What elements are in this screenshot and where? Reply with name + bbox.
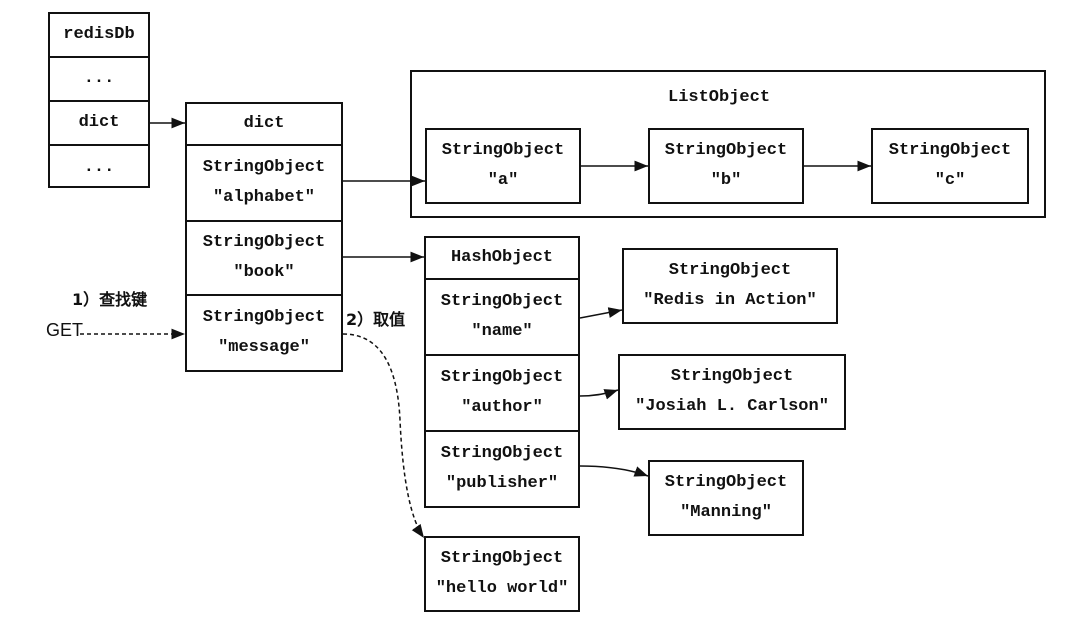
dict-key-book-value: "book" xyxy=(233,263,295,282)
list-item-b-value: "b" xyxy=(710,171,742,190)
hash-field-publisher-type: StringObject xyxy=(440,444,564,463)
list-item-c: StringObject "c" xyxy=(871,128,1029,204)
dict-key-alphabet: StringObject "alphabet" xyxy=(187,146,341,222)
hash-object-box: HashObject StringObject "name" StringObj… xyxy=(424,236,580,508)
redisdb-box: redisDb ... dict ... xyxy=(48,12,150,188)
redisdb-ellipsis-2: ... xyxy=(83,158,115,177)
list-item-b-content: StringObject "b" xyxy=(650,130,802,202)
hash-value-name-value: "Redis in Action" xyxy=(643,291,817,310)
list-item-c-value: "c" xyxy=(934,171,966,190)
hash-value-name-type: StringObject xyxy=(668,261,792,280)
dict-key-book-type: StringObject xyxy=(202,233,326,252)
list-item-c-type: StringObject xyxy=(888,141,1012,160)
step-2-get-value: 2）取值 xyxy=(346,310,406,329)
message-value-box: StringObject "hello world" xyxy=(424,536,580,612)
hash-value-author-type: StringObject xyxy=(670,367,794,386)
hash-value-author-content: StringObject "Josiah L. Carlson" xyxy=(620,356,844,428)
dict-key-message-type: StringObject xyxy=(202,308,326,327)
hash-value-name: StringObject "Redis in Action" xyxy=(622,248,838,324)
dict-header: dict xyxy=(187,104,341,146)
redisdb-header: redisDb xyxy=(50,14,148,58)
hash-field-name-type: StringObject xyxy=(440,292,564,311)
arrow-author-to-value xyxy=(579,389,619,400)
dict-key-book: StringObject "book" xyxy=(187,222,341,296)
redisdb-ellipsis-1: ... xyxy=(50,58,148,102)
hash-value-author-value: "Josiah L. Carlson" xyxy=(635,397,829,416)
dict-key-message-value: "message" xyxy=(218,338,310,357)
dict-box: dict StringObject "alphabet" StringObjec… xyxy=(185,102,343,372)
hash-field-publisher: StringObject "publisher" xyxy=(426,432,578,506)
hash-field-name: StringObject "name" xyxy=(426,280,578,356)
arrow-publisher-to-value xyxy=(579,465,649,477)
hash-field-publisher-value: "publisher" xyxy=(445,474,559,493)
hash-value-publisher-content: StringObject "Manning" xyxy=(650,462,802,534)
dict-key-alphabet-value: "alphabet" xyxy=(212,188,316,207)
hash-field-name-value: "name" xyxy=(471,322,533,341)
get-command: GET xyxy=(46,320,84,340)
hash-field-author: StringObject "author" xyxy=(426,356,578,432)
message-value-type: StringObject xyxy=(440,549,564,568)
hash-field-author-value: "author" xyxy=(461,398,543,417)
list-item-b: StringObject "b" xyxy=(648,128,804,204)
message-value-value: "hello world" xyxy=(435,579,569,598)
hash-value-publisher-type: StringObject xyxy=(664,473,788,492)
hash-value-name-content: StringObject "Redis in Action" xyxy=(624,250,836,322)
list-item-a: StringObject "a" xyxy=(425,128,581,204)
list-item-c-content: StringObject "c" xyxy=(873,130,1027,202)
arrow-name-to-value xyxy=(579,307,623,319)
list-item-a-value: "a" xyxy=(487,171,519,190)
step-1-lookup-key: 1）查找键 xyxy=(72,290,148,309)
list-item-b-type: StringObject xyxy=(664,141,788,160)
dict-key-message: StringObject "message" xyxy=(187,296,341,370)
message-value-content: StringObject "hello world" xyxy=(426,538,578,610)
dict-key-alphabet-type: StringObject xyxy=(202,158,326,177)
hash-value-publisher: StringObject "Manning" xyxy=(648,460,804,536)
hash-value-publisher-value: "Manning" xyxy=(680,503,772,522)
hash-value-author: StringObject "Josiah L. Carlson" xyxy=(618,354,846,430)
hash-field-author-type: StringObject xyxy=(440,368,564,387)
hash-object-header: HashObject xyxy=(426,238,578,280)
list-object-frame xyxy=(410,70,1046,218)
arrow-message-to-value xyxy=(342,333,425,539)
list-object-title: ListObject xyxy=(668,88,771,107)
list-item-a-content: StringObject "a" xyxy=(427,130,579,202)
redisdb-dict-field: dict xyxy=(50,102,148,146)
list-item-a-type: StringObject xyxy=(441,141,565,160)
